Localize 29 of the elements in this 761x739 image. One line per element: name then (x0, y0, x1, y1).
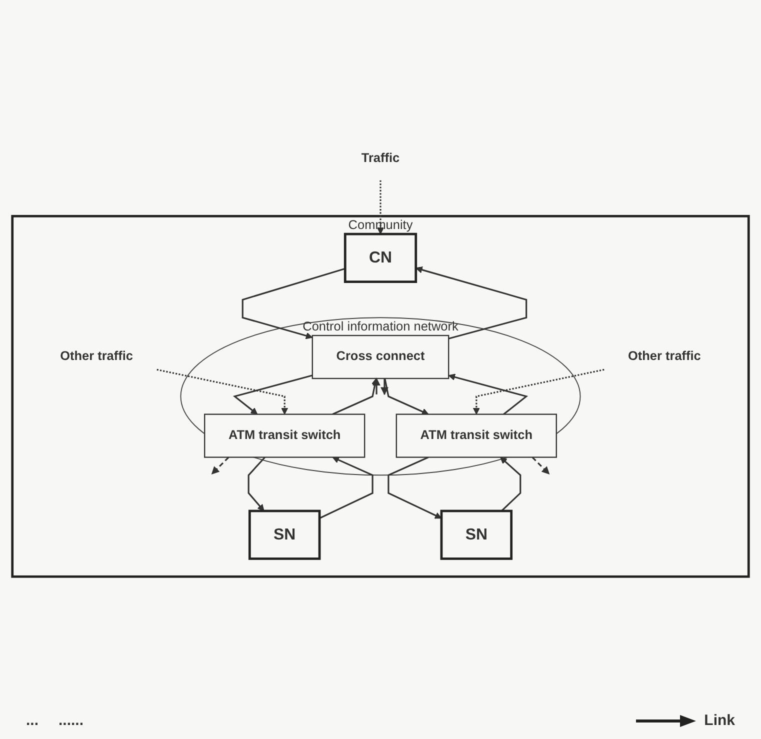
node-text: Traffic (361, 152, 400, 166)
arrow (388, 456, 442, 519)
node-text: Other traffic (628, 350, 701, 364)
dashed-arrow (472, 368, 604, 415)
node-box: ATM transit switch (204, 414, 366, 458)
dashed-arrow (156, 368, 288, 415)
node-text: Other traffic (60, 350, 133, 364)
arrow (500, 456, 522, 512)
dashed-arrow (211, 456, 230, 475)
arrow (372, 378, 380, 394)
arrow (380, 378, 388, 396)
arrow (332, 378, 378, 416)
legend-text: Link (704, 712, 735, 729)
node-box: Cross connect (312, 334, 450, 380)
node-box: SN (248, 510, 321, 560)
node-box: CN (344, 232, 418, 283)
arrow (416, 266, 528, 340)
arrow (448, 374, 528, 415)
dashed-arrow (532, 456, 550, 475)
dashed-arrow (377, 180, 384, 234)
arrow (384, 378, 429, 415)
arrow (242, 268, 346, 340)
arrow (319, 456, 374, 519)
arrow (248, 456, 266, 512)
arrow (232, 374, 313, 415)
node-box: ATM transit switch (396, 414, 557, 458)
node-box: SN (440, 510, 513, 560)
ellipsis-text: ... (26, 712, 39, 729)
ellipsis-text: ...... (58, 712, 84, 729)
